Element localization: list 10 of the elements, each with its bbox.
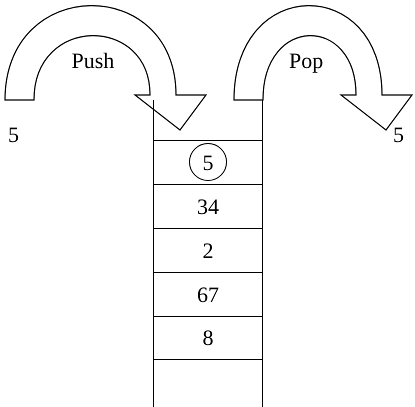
curved-arrow [4,5,207,131]
stack-container [153,100,263,407]
stack-cell: 5 [154,140,262,184]
stack-item-value: 5 [8,122,19,148]
stack-cell: 8 [154,316,262,360]
curved-arrow [233,5,413,131]
stack-item-value: 5 [393,122,404,148]
stack-cell: 34 [154,184,262,228]
stack-cell: 2 [154,228,262,272]
stack-cell: 67 [154,272,262,316]
